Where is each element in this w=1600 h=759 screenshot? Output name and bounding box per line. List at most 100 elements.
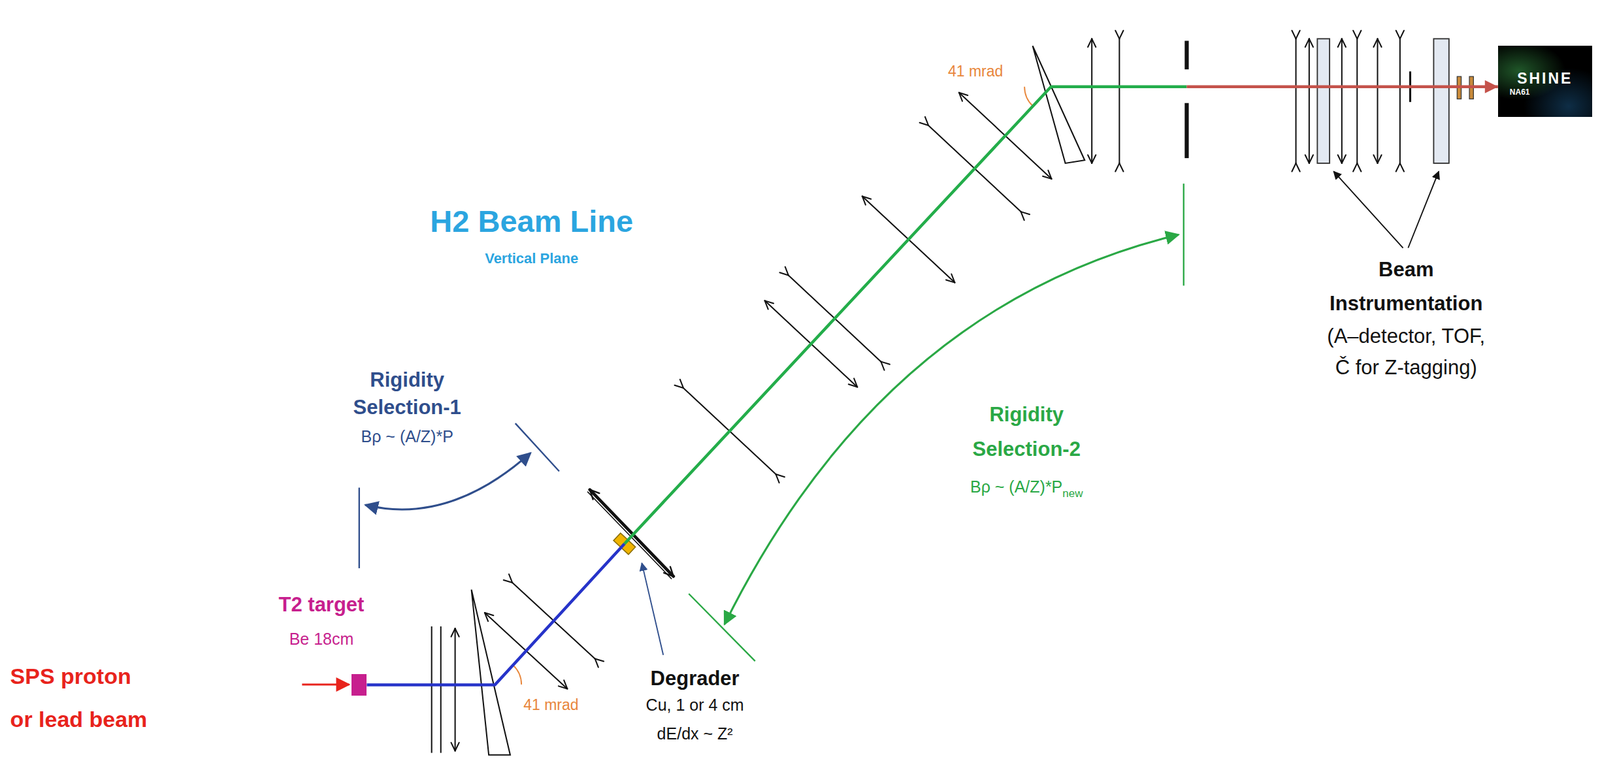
incoming-beam-arrow — [301, 683, 349, 686]
part-spec: Cu, 1 or 4 cm — [646, 695, 745, 715]
focusing-quadrupole — [1305, 38, 1314, 164]
element-end — [1400, 163, 1405, 172]
selection-mark — [515, 423, 560, 472]
bending-magnet — [471, 589, 511, 756]
target-spec: Be 18cm — [289, 627, 355, 651]
quadrupole-line — [1356, 38, 1358, 164]
element-end — [1305, 154, 1310, 164]
element-end — [451, 628, 456, 637]
logo-subtitle: NA61 — [1509, 87, 1531, 97]
element-end — [1309, 38, 1314, 48]
bending-magnet — [1032, 45, 1086, 164]
element-end — [1373, 154, 1378, 164]
experiment-logo: SHINENA61 — [1498, 45, 1593, 117]
element-end — [1296, 163, 1301, 172]
element-end — [880, 361, 890, 365]
element-end — [558, 685, 568, 689]
element-end — [1305, 38, 1310, 48]
quadrupole-line — [1341, 38, 1343, 164]
element-end — [484, 612, 494, 616]
target-name: T2 target — [278, 591, 365, 619]
rigidity-formula: Bρ ~ (A/Z)*P — [970, 477, 1063, 497]
defocusing-quadrupole — [1115, 30, 1124, 172]
beam-element-line — [440, 626, 442, 754]
element-end — [455, 742, 460, 752]
element-end — [1087, 154, 1092, 164]
beam-segment — [1186, 85, 1498, 89]
quadrupole-line — [1091, 38, 1093, 164]
section-title: Rigidity Selection-2 — [961, 397, 1092, 467]
element-end — [1396, 30, 1401, 40]
element-end — [1291, 30, 1296, 40]
element-end — [1091, 38, 1096, 48]
element-end — [1115, 30, 1120, 40]
element-end — [946, 279, 955, 283]
angle-label: 41 mrad — [523, 696, 579, 714]
formula-line: Bρ ~ (A/Z)*Pnew — [970, 477, 1084, 497]
element-end — [959, 92, 968, 96]
beam-segment — [366, 543, 624, 685]
element-end — [1291, 163, 1296, 172]
defocusing-quadrupole — [1291, 30, 1300, 172]
selection-mark — [688, 593, 756, 662]
element-end — [589, 489, 600, 494]
beam-segment — [624, 86, 1188, 545]
element-end — [1115, 163, 1120, 172]
element-end — [1400, 30, 1405, 40]
element-end — [1341, 154, 1346, 164]
element-end — [1119, 30, 1124, 40]
collimator-jaw — [1184, 40, 1189, 70]
focusing-quadrupole — [451, 628, 460, 751]
focusing-quadrupole — [1373, 38, 1382, 164]
element-end — [862, 195, 871, 199]
focusing-quadrupole — [1338, 38, 1346, 164]
element-end — [919, 122, 929, 126]
selection-mark — [1183, 183, 1185, 286]
element-end — [503, 580, 513, 583]
element-end — [1338, 38, 1342, 48]
element-end — [1087, 38, 1092, 48]
element-end — [1353, 30, 1357, 40]
element-end — [1353, 163, 1357, 172]
quadrupole-line — [454, 628, 457, 751]
selection-mark — [358, 488, 360, 569]
quadrupole-line — [1118, 38, 1120, 164]
element-end — [674, 385, 684, 389]
element-end — [1309, 154, 1314, 164]
element-end — [663, 572, 674, 577]
element-end — [779, 272, 788, 276]
rigidity-formula: Bρ ~ (A/Z)*P — [361, 427, 454, 447]
element-end — [765, 300, 774, 304]
quadrupole-line — [1399, 38, 1401, 164]
selection-arc — [365, 452, 531, 510]
quadrupole-line — [1308, 38, 1310, 164]
element-end — [1356, 163, 1361, 172]
element-end — [1377, 38, 1382, 48]
element-end — [1296, 30, 1301, 40]
leader-arrow — [1333, 171, 1403, 248]
part-name: Degrader — [650, 667, 740, 691]
leader-arrow — [1407, 171, 1439, 248]
quadrupole-line — [1376, 38, 1378, 164]
element-end — [1042, 176, 1052, 180]
focusing-quadrupole — [1087, 38, 1096, 164]
angle-arc — [1024, 86, 1033, 107]
quadrupole-line — [1295, 38, 1297, 164]
defocusing-quadrupole — [1353, 30, 1361, 172]
element-end — [595, 658, 604, 662]
element-end — [1396, 163, 1401, 172]
section-title: Rigidity Selection-1 — [341, 366, 473, 422]
target-block — [351, 674, 367, 696]
diagram-heading: H2 Beam Line — [429, 203, 634, 240]
element-end — [451, 742, 456, 752]
element-end — [1091, 154, 1096, 164]
part-formula: dE/dx ~ Z² — [657, 724, 734, 744]
beam-source-label: SPS proton or lead beam — [10, 654, 155, 741]
formula-subscript: new — [1062, 487, 1083, 501]
instrument-box — [1317, 38, 1330, 164]
logo-title: SHINE — [1517, 69, 1573, 88]
angle-arc — [512, 665, 522, 685]
